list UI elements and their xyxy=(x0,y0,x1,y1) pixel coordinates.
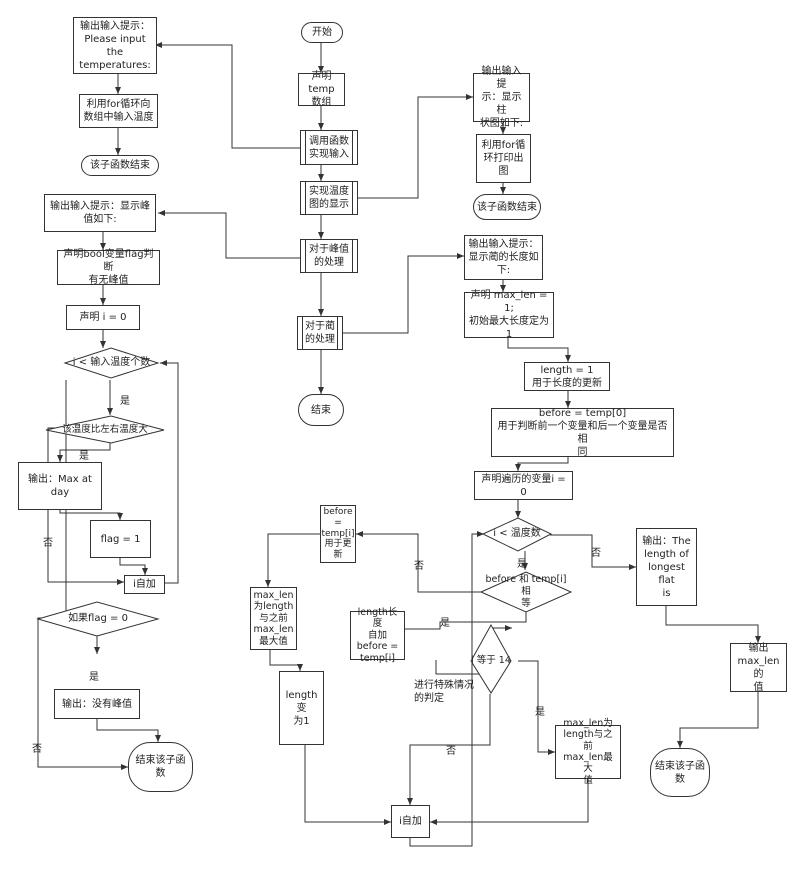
edge-before-maxlen-left xyxy=(265,533,320,587)
call-input-subprocess: 调用函数 实现输入 xyxy=(300,130,358,165)
length-one-box: length = 1 用于长度的更新 xyxy=(524,362,610,391)
diamond-i-lt-count xyxy=(63,347,160,379)
maxlen-update-left-box: max_len 为length 与之前 max_len 最大值 xyxy=(250,587,297,650)
edge-lengthreset-iinc xyxy=(304,745,391,825)
out-max-box: 输出：Max at day xyxy=(18,462,102,510)
cond-flag-zero: 如果flag = 0 xyxy=(68,612,128,624)
edge-flag-iinc xyxy=(119,558,148,575)
length-reset-box: length变 为1 xyxy=(279,671,324,745)
i-inc-2-box: i自加 xyxy=(391,805,430,838)
for-input-box: 利用for循环向 数组中输入温度 xyxy=(79,94,158,128)
flag-one-box: flag = 1 xyxy=(90,520,151,558)
label-yes-5: 是 xyxy=(440,618,450,629)
label-yes-2: 是 xyxy=(79,451,89,462)
edge-before-no xyxy=(356,531,481,593)
start-terminal: 开始 xyxy=(301,22,343,43)
edge-maxlen-lengthreset xyxy=(269,650,303,671)
edge-iinc-loop xyxy=(160,360,179,584)
cond-greater: 该温度比左右温度大 xyxy=(62,424,148,436)
cond-i-eq-14: i 等于 14 xyxy=(471,655,511,667)
sub-end-4: 结束该子函 数 xyxy=(650,748,710,797)
sub-end-2: 该子函数结束 xyxy=(473,194,541,220)
cond-i-lt-days: i < 温度数 xyxy=(493,527,541,539)
edge-outmaxlen-end4 xyxy=(677,692,759,748)
plateau-prompt-box: 输出输入提示： 显示蔺的长度如 下: xyxy=(464,235,543,280)
diamond-flag-zero xyxy=(36,601,160,637)
declare-flag-box: 声明bool变量flag判断 有无峰值 xyxy=(57,249,160,286)
sub-end-3: 结束该子函数 xyxy=(128,742,193,792)
declare-loop-i-box: 声明遍历的变量i = 0 xyxy=(474,471,573,500)
input-prompt-box: 输出输入提示： Please input the temperatures: xyxy=(73,17,157,74)
diamond-i-lt-days xyxy=(481,517,553,552)
maxlen-update-right-box: max_len为 length与之前 max_len最大 值 xyxy=(555,718,621,786)
edge-call-input-prompt xyxy=(155,42,300,149)
label-no-1: 否 xyxy=(43,538,53,549)
label-no-2: 否 xyxy=(32,744,42,755)
label-yes-1: 是 xyxy=(120,396,130,407)
label-yes-4: 是 xyxy=(517,559,527,570)
edge-show-chart-prompt xyxy=(342,94,473,199)
edge-cond14-no xyxy=(407,694,491,805)
before-temp0-box: before = temp[0] 用于判断前一个变量和后一个变量是否相 同 xyxy=(491,408,674,458)
edge-out-outmaxlen xyxy=(665,606,761,643)
i-inc-1-box: i自加 xyxy=(124,575,165,594)
cond-i-lt-count: i < 输入温度个数 xyxy=(72,356,151,368)
edge-maxlen-right-iinc xyxy=(430,779,589,825)
plateau-subprocess: 对于蔺 的处理 xyxy=(297,316,343,350)
diamond-greater xyxy=(45,415,165,444)
label-yes-3: 是 xyxy=(89,672,99,683)
label-no-4: 否 xyxy=(414,561,424,572)
label-yes-6: 是 xyxy=(535,707,545,718)
end-terminal: 结束 xyxy=(298,394,344,426)
chart-prompt-box: 输出输入提 示：显示柱 状图如下: xyxy=(473,66,530,129)
edge-greater-out xyxy=(57,441,111,462)
declare-maxlen-box: 声明 max_len = 1; 初始最大长度定为1 xyxy=(464,290,554,340)
edge-cond-no-out xyxy=(550,534,636,570)
edge-peak-prompt xyxy=(158,210,300,259)
declare-temp-box: 声明temp 数组 xyxy=(298,71,345,108)
edge-cond14-yes xyxy=(518,660,555,755)
out-no-peak-box: 输出：没有峰值 xyxy=(54,689,140,719)
edge-iinc-loop2 xyxy=(409,531,484,847)
edge-before-loopi xyxy=(515,457,569,471)
show-chart-subprocess: 实现温度 图的显示 xyxy=(300,181,358,215)
edge-plateau-prompt xyxy=(342,253,464,334)
for-print-box: 利用for循 环打印出图 xyxy=(476,134,531,183)
out-maxlen-box: 输出 max_len的 值 xyxy=(730,643,787,693)
edge-out-end3 xyxy=(96,717,161,742)
declare-i-box: 声明 i = 0 xyxy=(66,305,140,330)
peak-prompt-box: 输出输入提示：显示峰 值如下: xyxy=(44,194,156,232)
edge-maxlen-length xyxy=(507,338,571,362)
edge-out-flag xyxy=(59,510,123,520)
label-no-3: 否 xyxy=(591,548,601,559)
before-update-box: before = temp[i] 用于更 新 xyxy=(320,505,356,563)
sub-end-1: 该子函数结束 xyxy=(81,155,159,176)
label-special-case: 进行特殊情况 的判定 xyxy=(414,680,474,704)
diamond-before-eq xyxy=(479,571,573,613)
out-longest-box: 输出：The length of longest flat is xyxy=(636,528,697,606)
diamond-i-eq-14 xyxy=(470,623,512,694)
peak-subprocess: 对于峰值 的处理 xyxy=(300,239,358,273)
length-inc-box: length长度 自加 before = temp[i] xyxy=(350,607,405,664)
cond-before-eq: before 和 temp[i]相 等 xyxy=(485,574,567,609)
label-no-5: 否 xyxy=(446,746,456,757)
